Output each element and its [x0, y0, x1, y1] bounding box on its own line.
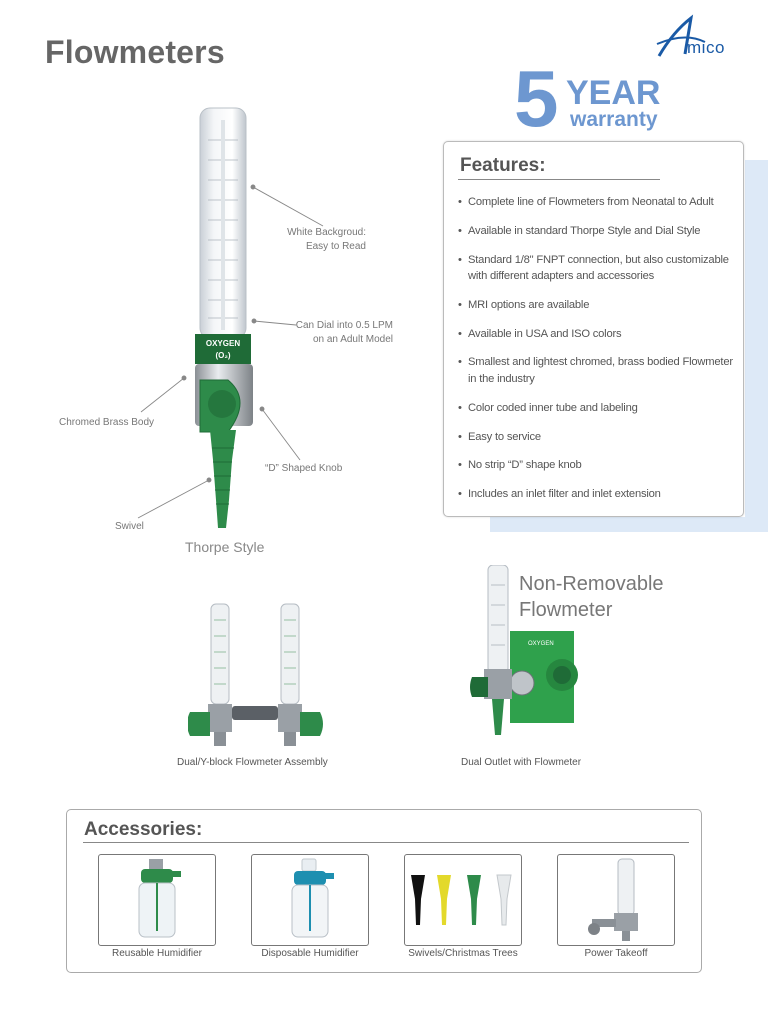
feature-item: Includes an inlet filter and inlet exten… — [458, 486, 743, 503]
feature-item: MRI options are available — [458, 297, 743, 314]
callout-d-knob: “D” Shaped Knob — [265, 463, 343, 474]
decorative-band-bottom — [490, 517, 768, 532]
thorpe-style-label: Thorpe Style — [185, 539, 265, 555]
accessory-label: Power Takeoff — [584, 948, 648, 959]
caption-dual-yblock: Dual/Y-block Flowmeter Assembly — [177, 757, 328, 768]
feature-item: Standard 1/8" FNPT connection, but also … — [458, 252, 743, 285]
features-title: Features: — [460, 155, 546, 176]
accessories-panel: Accessories: Reusable Humidifier Disposa… — [66, 809, 702, 973]
warranty-word: warranty — [569, 108, 658, 131]
amico-logo — [656, 14, 706, 57]
chromed-body — [195, 364, 253, 426]
features-panel: Features: Complete line of Flowmeters fr… — [443, 141, 744, 517]
callout-chromed-body: Chromed Brass Body — [59, 417, 155, 428]
swivel-fitting — [210, 430, 236, 528]
swivels-thumb — [404, 854, 522, 946]
callout-can-dial: Can Dial into 0.5 LPM on an Adult Model — [295, 320, 393, 345]
features-list: Complete line of Flowmeters from Neonata… — [458, 194, 743, 515]
logo-wordmark: mico — [687, 38, 725, 57]
warranty-number: 5 — [514, 60, 559, 132]
feature-item: Color coded inner tube and labeling — [458, 400, 743, 417]
reusable-humidifier-thumb — [98, 854, 216, 946]
non-removable-heading: Non-Removable Flowmeter — [519, 573, 664, 621]
svg-text:OXYGEN: OXYGEN — [528, 641, 554, 647]
flow-tube — [199, 107, 247, 339]
accessory-label: Reusable Humidifier — [111, 948, 203, 959]
dual-outlet-image: OXYGEN — [470, 565, 578, 735]
feature-item: No strip “D” shape knob — [458, 457, 743, 474]
warranty-badge: 5 YEAR warranty — [514, 60, 660, 132]
page-title: Flowmeters — [45, 34, 225, 70]
accessories-divider — [83, 842, 689, 843]
features-divider — [458, 179, 660, 180]
svg-text:(O₂): (O₂) — [215, 351, 230, 360]
svg-text:OXYGEN: OXYGEN — [206, 339, 240, 348]
accessory-label: Disposable Humidifier — [261, 948, 359, 959]
feature-item: Smallest and lightest chromed, brass bod… — [458, 354, 743, 387]
dual-yblock-image — [188, 603, 323, 746]
power-takeoff-thumb — [557, 854, 675, 946]
oxygen-label-plate — [195, 334, 251, 364]
callout-white-background: White Backgroud: Easy to Read — [287, 227, 366, 252]
feature-item: Easy to service — [458, 429, 743, 446]
feature-item: Available in USA and ISO colors — [458, 326, 743, 343]
feature-item: Complete line of Flowmeters from Neonata… — [458, 194, 743, 211]
decorative-band — [745, 160, 768, 532]
caption-dual-outlet: Dual Outlet with Flowmeter — [461, 757, 582, 768]
feature-item: Available in standard Thorpe Style and D… — [458, 223, 743, 240]
callout-swivel: Swivel — [115, 521, 144, 532]
d-knob — [199, 379, 241, 433]
disposable-humidifier-thumb — [251, 854, 369, 946]
accessory-label: Swivels/Christmas Trees — [408, 948, 518, 959]
warranty-year: YEAR — [566, 74, 660, 112]
accessories-title: Accessories: — [84, 819, 203, 840]
